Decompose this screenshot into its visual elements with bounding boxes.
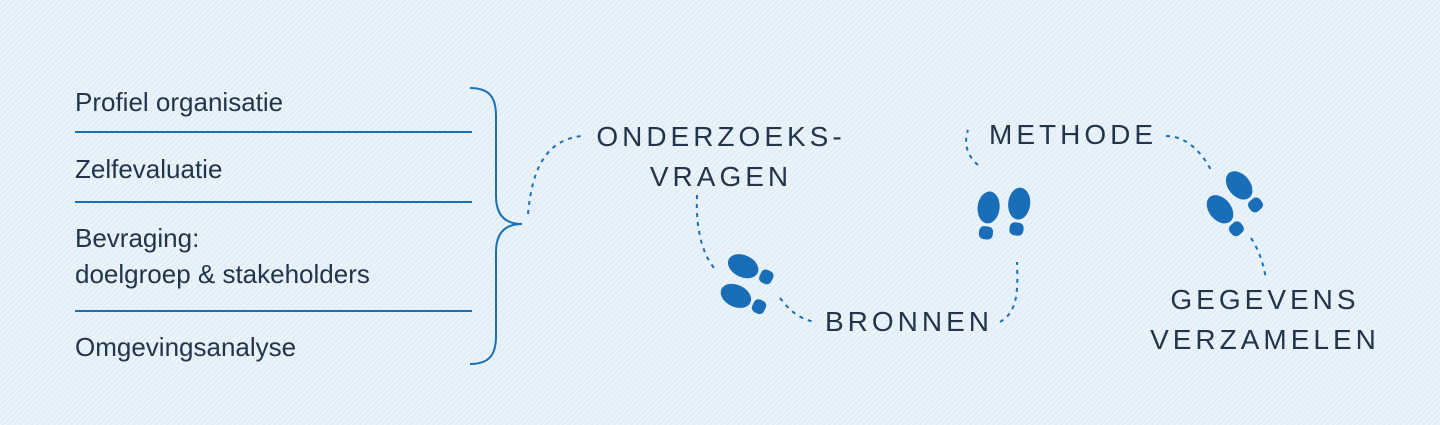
step-gegevens-verzamelen: GEGEVENS VERZAMELEN bbox=[1150, 284, 1380, 355]
list-item-omgevingsanalyse: Omgevingsanalyse bbox=[75, 332, 297, 362]
list-divider bbox=[75, 201, 472, 203]
footprints-icon bbox=[974, 186, 1032, 241]
list-divider bbox=[75, 310, 472, 312]
dashed-path bbox=[527, 129, 1267, 323]
curly-brace-icon bbox=[469, 87, 523, 365]
step-bronnen: BRONNEN bbox=[824, 306, 993, 337]
list-item-bevraging: Bevraging: doelgroep & stakeholders bbox=[75, 223, 370, 289]
list-item-profiel: Profiel organisatie bbox=[75, 87, 284, 117]
list-divider bbox=[75, 131, 472, 133]
step-onderzoeksvragen: ONDERZOEKS- VRAGEN bbox=[596, 121, 846, 192]
list-item-zelfevaluatie: Zelfevaluatie bbox=[75, 154, 223, 184]
footprints-icon bbox=[1201, 166, 1269, 241]
footprints-icon bbox=[716, 249, 777, 320]
step-methode: METHODE bbox=[989, 119, 1157, 150]
